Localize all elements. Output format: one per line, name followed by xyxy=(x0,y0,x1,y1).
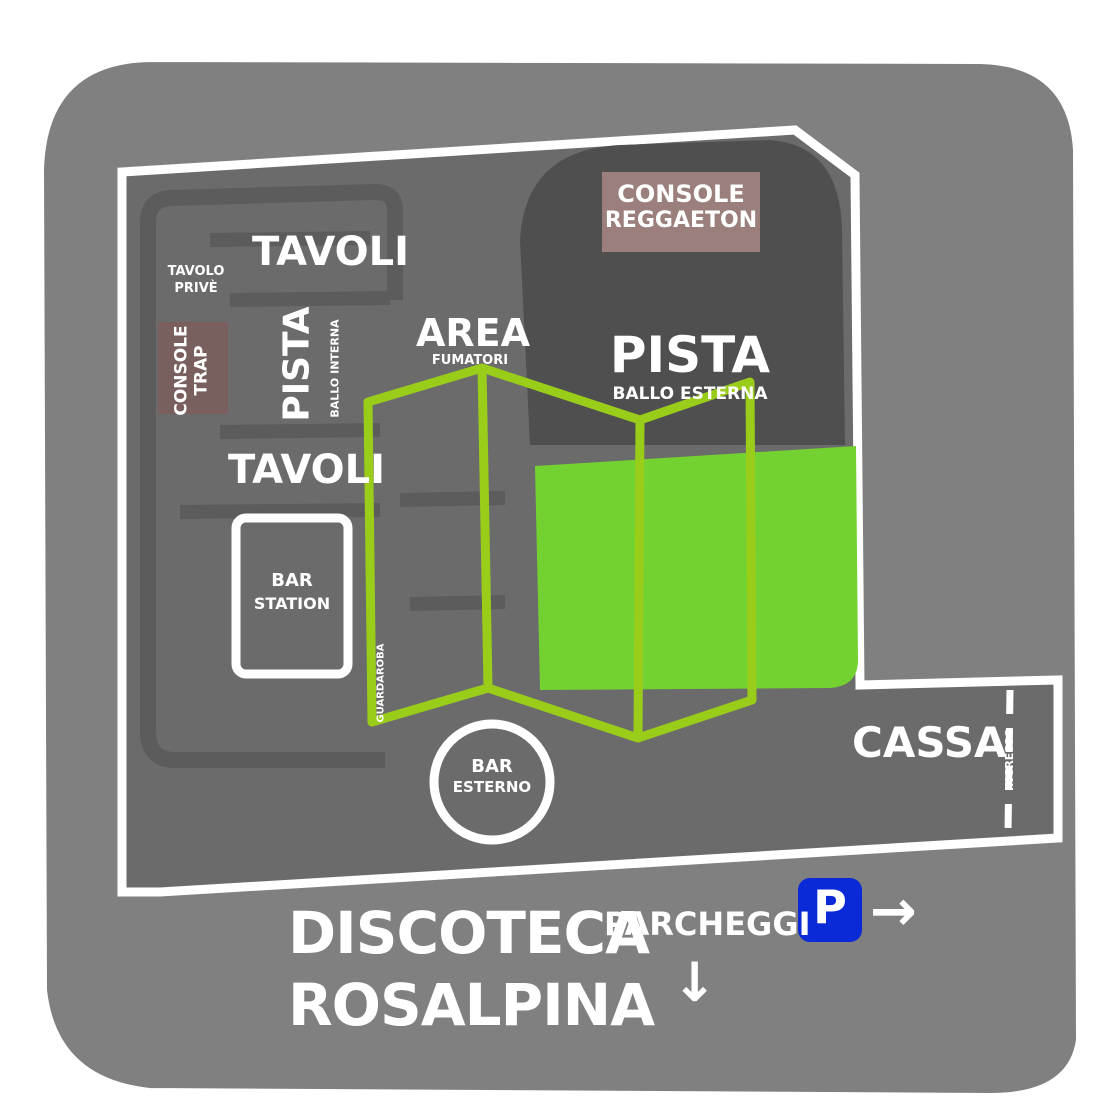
parking-label: PARCHEGGI xyxy=(604,905,811,943)
wall-segment xyxy=(219,423,381,439)
label-bar-esterno-line2: ESTERNO xyxy=(452,778,532,796)
wall-segment xyxy=(229,291,391,307)
label-tavoli-bottom: TAVOLI xyxy=(228,447,386,493)
label-console-trap-line2: TRAP xyxy=(191,345,212,396)
label-bar-station: BAR STATION xyxy=(240,572,344,612)
label-pista-esterna-title: PISTA xyxy=(609,326,771,384)
parking-sign-bg xyxy=(798,878,862,942)
interior-room-wall xyxy=(140,183,403,768)
arrow-right-icon: → xyxy=(870,879,917,944)
console-trap-box xyxy=(158,322,228,414)
label-bar-esterno-line1: BAR xyxy=(471,756,513,777)
label-console-trap-line1: CONSOLE xyxy=(171,325,192,416)
label-tavolo-prive: TAVOLO PRIVÈ xyxy=(160,265,232,295)
label-ingresso: INGRESSO xyxy=(1003,727,1017,792)
ingresso-line xyxy=(1004,689,1014,833)
venue-name: DISCOTECA ROSALPINA xyxy=(288,899,655,1039)
label-area-fumatori-line2: FUMATORI xyxy=(431,353,509,368)
bar-station-box xyxy=(231,513,353,679)
label-pista-interna-sub: BALLO INTERNA xyxy=(328,319,342,418)
label-bar-station-line1: BAR xyxy=(271,570,313,591)
label-pista-interna: PISTA xyxy=(276,306,318,422)
wall-segment xyxy=(399,491,506,507)
wall-segment xyxy=(209,231,371,247)
green-highlight-area xyxy=(535,446,858,690)
label-bar-station-line2: STATION xyxy=(253,594,331,613)
label-pista-esterna-sub: BALLO ESTERNA xyxy=(612,384,768,404)
label-console-reggaeton-line1: CONSOLE xyxy=(617,180,745,208)
parking-p-icon: P xyxy=(813,880,847,934)
dance-floor-esterna xyxy=(520,140,845,445)
console-reggaeton-box xyxy=(602,172,760,252)
label-tavoli-top: TAVOLI xyxy=(252,229,410,275)
label-tavolo-prive-line2: PRIVÈ xyxy=(174,281,218,296)
venue-name-line1: DISCOTECA xyxy=(288,899,650,967)
label-cassa: CASSA xyxy=(852,718,1007,767)
label-area-fumatori-line1: AREA xyxy=(416,311,531,355)
bar-esterno-circle xyxy=(429,719,555,845)
label-console-reggaeton-line2: REGGAETON xyxy=(604,208,758,233)
label-console-reggaeton: CONSOLE REGGAETON xyxy=(604,182,758,232)
label-pista-esterna: PISTA BALLO ESTERNA xyxy=(600,330,780,403)
label-area-fumatori: AREA FUMATORI xyxy=(416,311,531,368)
folded-map-icon xyxy=(363,363,757,743)
wall-segment xyxy=(179,503,381,519)
label-tavolo-prive-line1: TAVOLO xyxy=(167,264,225,279)
venue-name-line2: ROSALPINA xyxy=(288,971,655,1039)
label-console-trap: CONSOLE TRAP xyxy=(171,321,212,421)
label-guardaroba: GUARDAROBA xyxy=(375,643,387,723)
arrow-down-icon: ↓ xyxy=(672,951,718,1014)
label-bar-esterno: BAR ESTERNO xyxy=(440,758,544,795)
